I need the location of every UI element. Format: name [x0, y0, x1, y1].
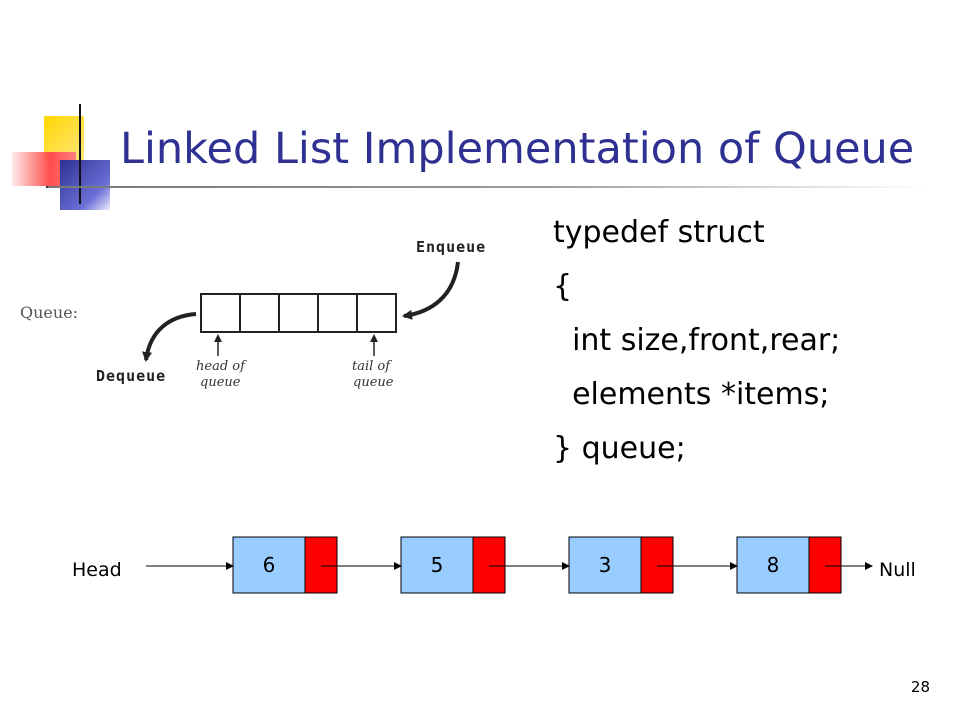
linked-list-nodes: 6 5 3 8: [146, 536, 873, 594]
code-line-4: elements *items;: [553, 377, 830, 412]
enqueue-arrow: [402, 261, 460, 320]
node-pointer-cell: [640, 536, 674, 594]
enqueue-label: Enqueue: [416, 238, 486, 256]
corner-decoration: [0, 100, 140, 220]
node-data-cell: [232, 536, 306, 594]
dequeue-arrow: [142, 312, 197, 362]
head-label-line1: head of: [196, 359, 247, 374]
node-data-cell: [568, 536, 642, 594]
title-divider: [48, 186, 928, 188]
queue-cell: [278, 293, 319, 333]
node-value: 5: [431, 553, 444, 577]
node-value: 6: [263, 553, 276, 577]
head-label-line2: queue: [200, 375, 241, 390]
code-line-5: } queue;: [553, 431, 686, 466]
queue-cells: [200, 293, 397, 333]
head-label: Head: [72, 559, 122, 581]
code-line-1: typedef struct: [553, 215, 765, 250]
node-data-cell: [400, 536, 474, 594]
queue-label: Queue:: [20, 303, 78, 322]
code-line-2: {: [553, 269, 573, 304]
tail-label-line2: queue: [353, 375, 394, 390]
queue-cell: [239, 293, 280, 333]
tail-label-line1: tail of: [352, 359, 392, 374]
null-label: Null: [879, 559, 916, 581]
node-pointer-cell: [472, 536, 506, 594]
deco-vertical-line: [79, 104, 81, 204]
struct-code-block: typedef struct { int size,front,rear; el…: [553, 206, 943, 476]
node-value: 8: [767, 553, 780, 577]
node-pointer-cell: [808, 536, 842, 594]
page-title: Linked List Implementation of Queue: [120, 124, 915, 174]
node-pointer-cell: [304, 536, 338, 594]
deco-blue-square: [60, 160, 110, 210]
node-value: 3: [599, 553, 612, 577]
queue-cell: [356, 293, 397, 333]
dequeue-label: Dequeue: [96, 367, 166, 385]
queue-cell: [317, 293, 358, 333]
slide-number: 28: [910, 678, 930, 696]
code-line-3: int size,front,rear;: [553, 323, 841, 358]
node-data-cell: [736, 536, 810, 594]
